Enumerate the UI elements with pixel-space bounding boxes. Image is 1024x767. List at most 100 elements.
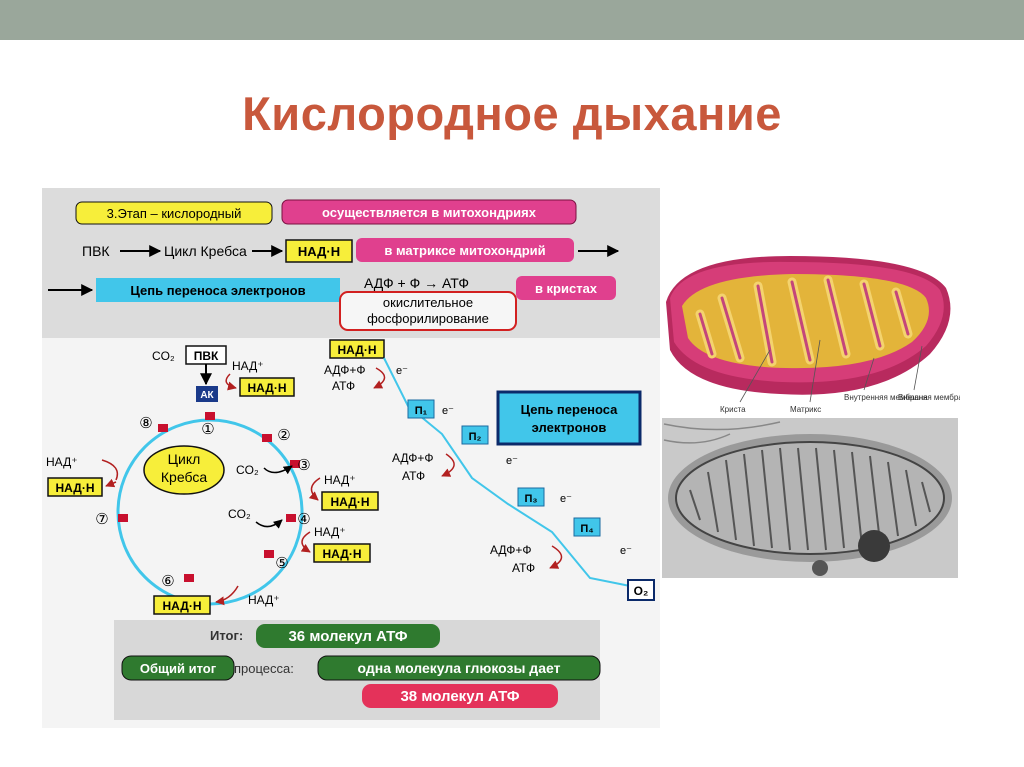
matrix-location: в матриксе митохондрий xyxy=(356,238,574,262)
atp-label: АТФ xyxy=(402,469,425,483)
electron-label: e⁻ xyxy=(506,455,518,467)
nad-label: НАД⁺ xyxy=(324,473,356,487)
cycle-marker xyxy=(184,574,194,582)
adp-label: АДФ+Ф xyxy=(324,363,366,377)
carrier-p2: П₂ xyxy=(461,425,489,445)
chain-nadh-box: НАД·Н xyxy=(329,339,385,359)
svg-text:36 молекул АТФ: 36 молекул АТФ xyxy=(288,628,407,645)
svg-text:электронов: электронов xyxy=(532,420,607,435)
krebs-cycle-label: Цикл Кребса xyxy=(164,243,247,259)
svg-text:ПВК: ПВК xyxy=(194,349,219,363)
mitochondrion-svg: Криста Матрикс Внутренняя мембрана Внешн… xyxy=(662,256,972,578)
oxygen-box: O₂ xyxy=(627,579,655,601)
atp-label: АТФ xyxy=(332,379,355,393)
carrier-p4: П₄ xyxy=(573,517,601,537)
cristae-location: в кристах xyxy=(516,276,616,300)
svg-text:НАД·Н: НАД·Н xyxy=(323,547,362,561)
nadh-box: НАД·Н xyxy=(313,543,371,563)
krebs-center: Цикл Кребса xyxy=(143,445,225,495)
electron-label: e⁻ xyxy=(442,405,454,417)
glucose-text: одна молекула глюкозы дает xyxy=(317,655,601,681)
step-number: ② xyxy=(277,427,290,444)
electron-chain-box: Цепь переноса электронов xyxy=(96,278,340,302)
cycle-marker xyxy=(290,460,300,468)
svg-text:одна молекула глюкозы дает: одна молекула глюкозы дает xyxy=(358,660,561,676)
process-word: процесса: xyxy=(234,661,294,676)
svg-text:3.Этап – кислородный: 3.Этап – кислородный xyxy=(107,206,242,221)
step-number: ⑦ xyxy=(95,511,108,528)
svg-text:НАД·Н: НАД·Н xyxy=(163,599,202,613)
step-number: ⑥ xyxy=(161,573,174,590)
arrow xyxy=(215,585,239,606)
label-inner-membrane: Внутренняя мембрана xyxy=(844,393,928,402)
electron-label: e⁻ xyxy=(560,493,572,505)
adp-atp-label: АДФ + Ф → АТФ xyxy=(364,275,469,291)
svg-text:Кребса: Кребса xyxy=(161,469,207,485)
svg-text:O₂: O₂ xyxy=(634,584,649,598)
svg-text:Цепь переноса электронов: Цепь переноса электронов xyxy=(130,283,305,298)
location-mitochondria: осуществляется в митохондриях xyxy=(281,199,577,225)
svg-text:Общий итог: Общий итог xyxy=(140,661,217,676)
oxidative-phosphorylation: окислительное фосфорилирование xyxy=(339,291,517,331)
step-number: ④ xyxy=(297,511,310,528)
itog-value: 36 молекул АТФ xyxy=(256,624,440,648)
nad-label: НАД⁺ xyxy=(46,455,78,469)
pointer-line xyxy=(913,345,923,391)
label-matrix: Матрикс xyxy=(790,405,821,414)
nadh-box: НАД·Н xyxy=(285,239,353,263)
svg-text:осуществляется в митохондриях: осуществляется в митохондриях xyxy=(322,205,537,220)
respiration-scheme-svg: 3.Этап – кислородный осуществляется в ми… xyxy=(42,188,660,728)
nad-label: НАД⁺ xyxy=(232,359,264,373)
arrow xyxy=(255,519,283,529)
slide-title: Кислородное дыхание xyxy=(242,87,782,140)
cycle-marker xyxy=(286,514,296,522)
arrow xyxy=(549,545,563,569)
chain-box: Цепь переноса электронов xyxy=(496,390,642,446)
arrow xyxy=(101,459,119,481)
svg-text:П₄: П₄ xyxy=(580,523,593,535)
svg-text:НАД·Н: НАД·Н xyxy=(298,244,340,259)
cycle-marker xyxy=(205,412,215,420)
step-number: ① xyxy=(201,421,214,438)
co2-label: CO₂ xyxy=(228,507,251,521)
label-outer-membrane: Внешняя мембрана xyxy=(898,393,960,402)
carrier-p1: П₁ xyxy=(407,399,435,419)
pointer-line xyxy=(809,339,821,403)
micrograph xyxy=(662,418,958,578)
nadh-box: НАД·Н xyxy=(153,595,211,615)
electron-label: e⁻ xyxy=(620,545,632,557)
arrow xyxy=(225,373,237,391)
svg-text:Цикл: Цикл xyxy=(168,451,201,467)
svg-text:НАД·Н: НАД·Н xyxy=(331,495,370,509)
pointer-line xyxy=(863,357,875,391)
pointer-line xyxy=(739,349,771,403)
svg-text:Цепь переноса: Цепь переноса xyxy=(521,402,619,417)
svg-text:АК: АК xyxy=(200,390,214,401)
arrow xyxy=(373,367,386,389)
co2-label: CO₂ xyxy=(236,463,259,477)
mitochondrion-model xyxy=(666,256,951,395)
svg-text:НАД·Н: НАД·Н xyxy=(248,381,287,395)
arrow xyxy=(105,478,117,488)
svg-text:П₂: П₂ xyxy=(469,431,482,443)
top-bar xyxy=(0,0,1024,40)
step-number: ③ xyxy=(297,457,310,474)
svg-text:НАД·Н: НАД·Н xyxy=(338,343,377,357)
arrow xyxy=(441,453,455,477)
step-number: ⑧ xyxy=(139,415,152,432)
svg-text:П₁: П₁ xyxy=(415,405,428,417)
adp-label: АДФ+Ф xyxy=(392,451,434,465)
svg-text:П₃: П₃ xyxy=(525,493,538,505)
electron-label: e⁻ xyxy=(396,365,408,377)
svg-text:в матриксе митохондрий: в матриксе митохондрий xyxy=(384,243,545,258)
svg-text:НАД·Н: НАД·Н xyxy=(56,481,95,495)
ak-box: АК xyxy=(196,386,218,402)
svg-text:в кристах: в кристах xyxy=(535,281,598,296)
respiration-scheme: 3.Этап – кислородный осуществляется в ми… xyxy=(42,188,660,728)
cycle-marker xyxy=(264,550,274,558)
stage-label: 3.Этап – кислородный xyxy=(75,201,273,225)
mitochondrion-panel: Криста Матрикс Внутренняя мембрана Внешн… xyxy=(660,250,972,580)
nadh-box: НАД·Н xyxy=(239,377,295,397)
step-number: ⑤ xyxy=(275,555,288,572)
svg-text:окислительное: окислительное xyxy=(383,295,473,310)
